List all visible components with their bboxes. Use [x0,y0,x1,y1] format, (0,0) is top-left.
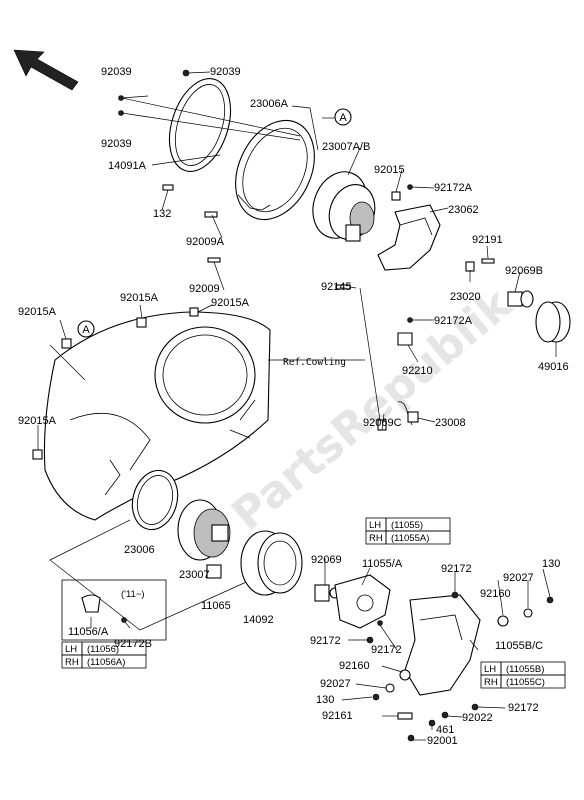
bracket-23062 [377,204,441,271]
part-label-92172-2: 92172 [310,635,341,647]
part-label-23007: 23007 [179,569,210,581]
part-label-14092: 14092 [243,614,274,626]
part-label-14091a: 14091A [108,160,147,172]
part-label-92009: 92009 [189,283,220,295]
part-label-92015a-3: 92015A [18,306,57,318]
part-label-92015-top: 92015 [374,164,405,176]
part-label-23020: 23020 [450,291,481,303]
table-side-label: RH [369,533,383,544]
table-cell-part [500,674,566,689]
part-label-92069b: 92069B [505,265,543,277]
part-label-92015a-2: 92015A [211,297,250,309]
table-part-label: (11056A) [87,657,125,668]
callout-a-mid-label: A [82,324,90,336]
table-part-label: (11056) [87,644,119,655]
part-label-11056a: 11056/A [68,626,109,638]
part-label-92027-2: 92027 [320,678,351,690]
housing-11055bc [404,594,481,696]
part-label-92015a-1: 92015A [120,292,159,304]
part-label-92172a-top: 92172A [434,182,473,194]
headlight-rim-23006a [235,119,315,221]
table-cell-part [385,530,451,545]
part-label-92015a-4: 92015A [18,415,57,427]
part-label-461: 461 [436,724,454,736]
part-label-92172-3: 92172 [371,644,402,656]
part-label-23007ab: 23007A/B [322,141,370,153]
headlight-unit-23007ab [312,171,376,242]
table-side-label: LH [484,664,496,675]
part-label-11055a: 11055/A [362,558,403,570]
table-side-label: LH [65,644,77,655]
table-part-label: (11055C) [506,677,545,688]
tbl-11056: LH (11056) RH (11056A) [61,641,147,669]
part-label-23006: 23006 [124,544,155,556]
part-label-92009a: 92009A [186,236,225,248]
part-label-11055bc: 11055B/C [495,640,543,652]
part-label-130-1: 130 [542,558,560,570]
table-side-label: RH [65,657,79,668]
part-number-labels: 92039920399203923006A23007A/B9201592172A… [18,66,569,747]
part-label-92039-b: 92039 [101,66,132,78]
part-label-92069c: 92069C [363,417,402,429]
part-label-92022: 92022 [462,712,493,724]
reflector-14092 [240,530,303,596]
callout-a-mid: A [77,320,95,338]
leader-lines-top [121,71,557,431]
part-label-92210: 92210 [402,365,433,377]
bulb-cover-49016 [535,301,571,343]
table-part-label: (11055A) [391,533,429,544]
cover-11055a [334,574,391,629]
part-label-23006a: 23006A [250,98,289,110]
headlight-unit-23007 [177,499,231,561]
ref-cowling-label: Ref.Cowling [283,357,346,368]
tbl-11055bc: LH (11055B) RH (11055C) [480,661,566,689]
year-variant-box [61,579,167,641]
part-label-92027-1: 92027 [503,572,534,584]
part-label-49016: 49016 [538,361,569,373]
part-label-92001: 92001 [427,735,458,747]
bulb-92069 [314,584,341,602]
bulb-92069b [507,290,534,308]
part-label-92172a-mid: 92172A [434,315,473,327]
part-label-23062: 23062 [448,204,479,216]
variant-tables: LH(11055)RH(11055A)LH(11055B)RH(11055C)L… [61,517,566,689]
year-note-label: ('11~) [121,589,145,600]
part-label-92160-2: 92160 [339,660,370,672]
part-label-92172-1: 92172 [441,563,472,575]
part-label-92069: 92069 [311,554,342,566]
cowling-body [43,311,365,521]
bulb-11065 [206,564,222,579]
part-label-92145: 92145 [321,281,352,293]
rim-23006 [131,469,179,531]
part-label-23008: 23008 [435,417,466,429]
part-label-11065: 11065 [201,600,231,612]
tbl-11055: LH (11055) RH (11055A) [365,517,451,545]
small-hardware-top [118,69,495,431]
callout-a-top-label: A [339,112,347,124]
part-label-132: 132 [153,208,171,220]
table-cell-part [81,654,147,669]
part-label-92039-a: 92039 [210,66,241,78]
part-label-92160-1: 92160 [480,588,511,600]
table-part-label: (11055B) [506,664,544,675]
part-label-92039-c: 92039 [101,138,132,150]
table-part-label: (11055) [391,520,423,531]
table-side-label: RH [484,677,498,688]
part-label-92172-4: 92172 [508,702,539,714]
leader-lines-bottom [90,558,551,741]
part-label-92161: 92161 [322,710,353,722]
callout-a-top: A [334,108,352,126]
part-label-92191: 92191 [472,234,503,246]
part-label-130-2: 130 [316,694,334,706]
front-direction-arrow [13,49,79,91]
part-label-92172b: 92172B [114,638,152,650]
table-side-label: LH [369,520,381,531]
